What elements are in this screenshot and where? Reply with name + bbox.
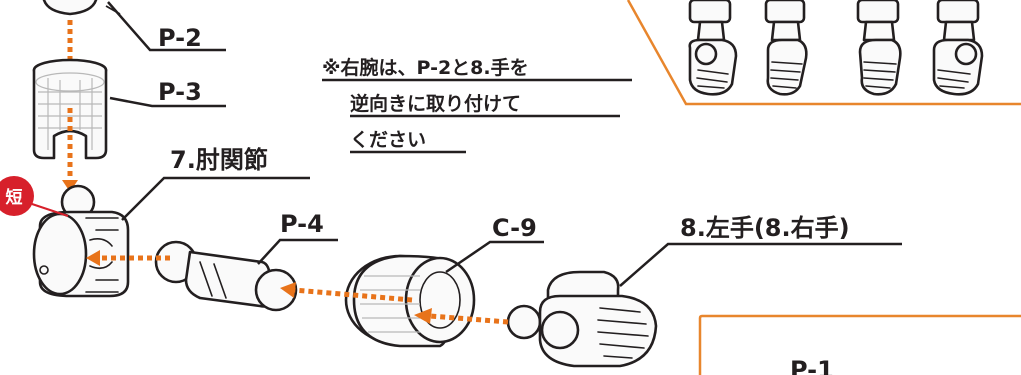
note-line-1: ※右腕は、P-2と8.手を <box>322 56 529 79</box>
elbow-joint-part <box>32 184 130 298</box>
c9-label: C-9 <box>492 214 537 242</box>
c9-leader-line <box>445 240 544 274</box>
hand-illustration-2 <box>764 0 808 96</box>
arrowhead-p3-elbow <box>62 180 78 192</box>
note-line-2: 逆向きに取り付けて <box>350 92 521 115</box>
assembly-note: ※右腕は、P-2と8.手を 逆向きに取り付けて ください <box>322 56 632 154</box>
short-badge-pointer <box>31 203 69 217</box>
p2-leader-line <box>107 1 226 52</box>
arrow-c9-to-p4 <box>293 287 413 303</box>
short-badge: 短 <box>0 176 69 217</box>
p4-leader-line <box>257 238 338 265</box>
inset-box-border <box>626 0 1021 106</box>
arrowhead-p4-elbow <box>86 250 100 266</box>
arrowhead-c9-p4 <box>280 282 296 298</box>
p4-connector-part <box>154 240 298 312</box>
p3-leader-line <box>109 96 226 108</box>
p3-label: P-3 <box>158 78 202 106</box>
p2-label: P-2 <box>158 24 202 52</box>
p1-inset: P-1 <box>698 314 1021 375</box>
elbow-label: 7.肘関節 <box>170 146 268 174</box>
hand-leader-line <box>619 242 902 287</box>
elbow-leader-line <box>121 176 310 221</box>
hand-variants-inset <box>626 0 1021 106</box>
arrowhead-hand-c9 <box>414 308 432 324</box>
hand-illustration-3 <box>856 0 902 96</box>
p3-sleeve-part <box>32 58 108 160</box>
short-badge-circle <box>0 176 34 216</box>
short-badge-text: 短 <box>6 187 23 208</box>
hand-label: 8.左手(8.右手) <box>680 214 850 242</box>
p1-label: P-1 <box>790 356 834 375</box>
note-line-3: ください <box>350 129 426 151</box>
p4-label: P-4 <box>280 210 324 238</box>
hand-illustration-1 <box>688 0 738 96</box>
p1-box-border <box>698 314 1021 375</box>
arrow-hand-to-c9 <box>429 313 509 325</box>
hand-part <box>506 270 658 368</box>
hand-illustration-4 <box>932 0 984 96</box>
